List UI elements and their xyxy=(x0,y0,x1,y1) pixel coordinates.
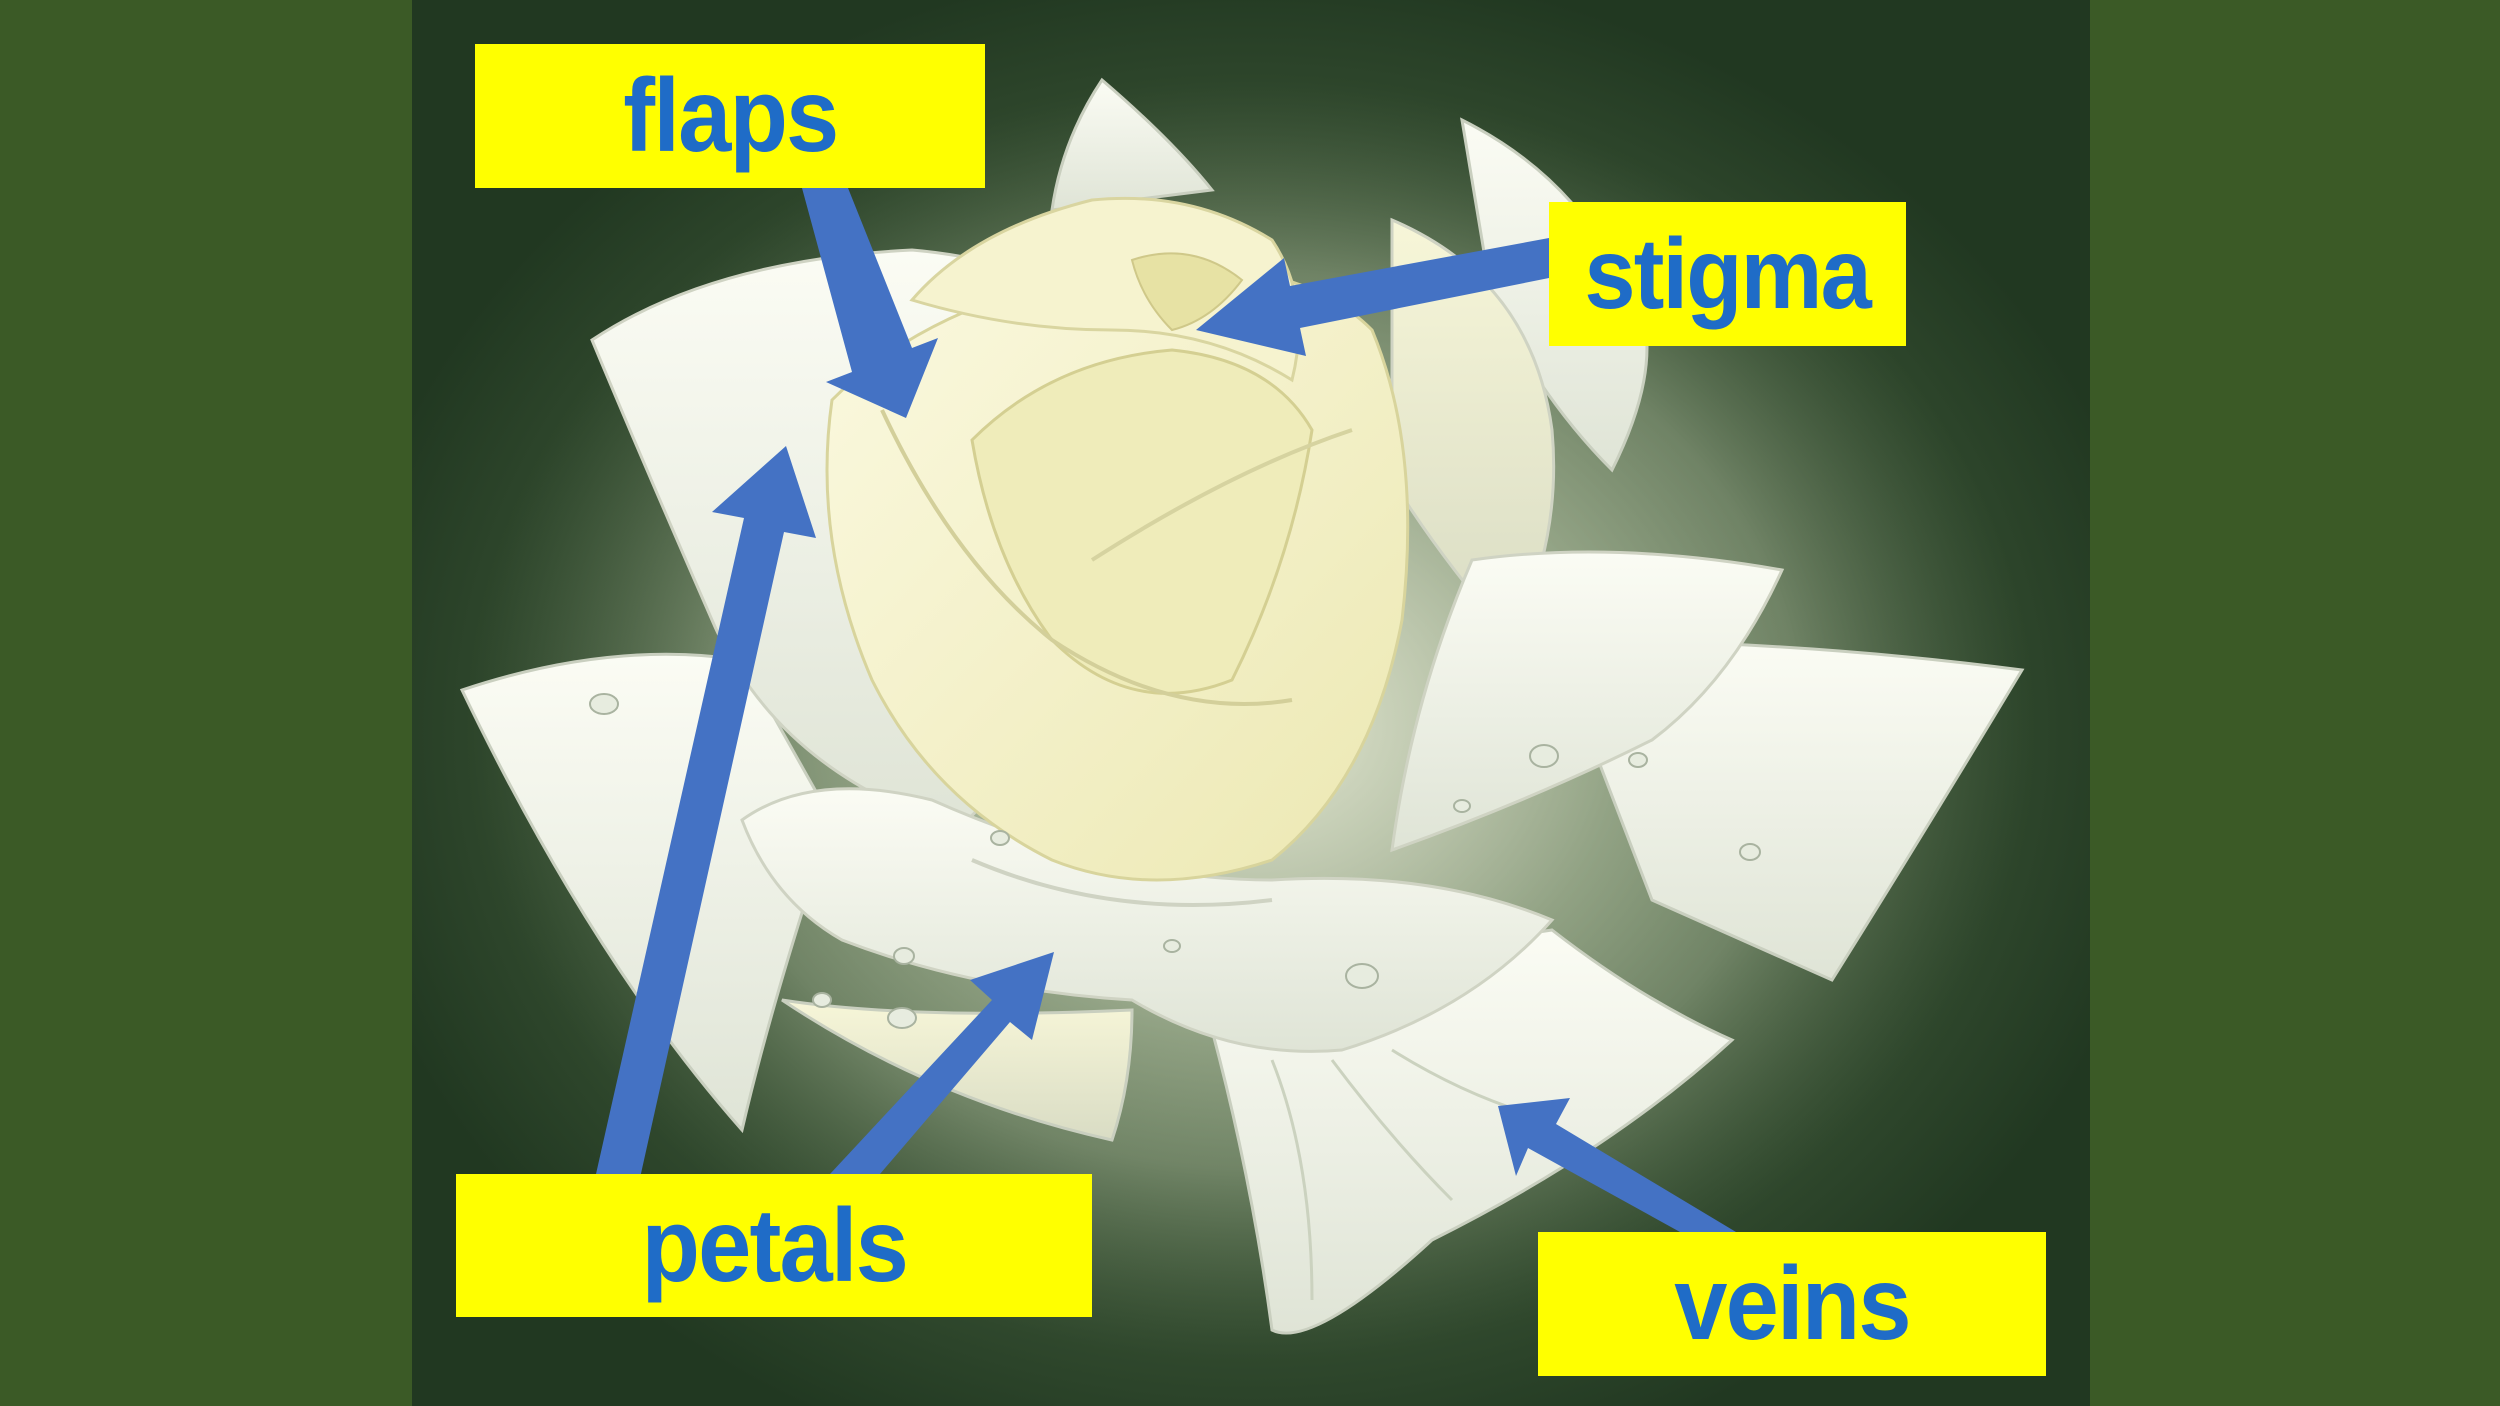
label-stigma-text: stigma xyxy=(1584,218,1872,330)
mid-petal-right-lower xyxy=(1390,550,1785,853)
vein-line xyxy=(1330,1059,1454,1202)
veins-arrow xyxy=(1498,1098,1736,1232)
mid-petal-right xyxy=(1390,217,1556,643)
label-flaps-text: flaps xyxy=(622,58,839,174)
label-petals-text: petals xyxy=(641,1187,908,1304)
inner-petal-middle xyxy=(970,348,1314,695)
vein-line xyxy=(1270,1059,1314,1301)
outer-petal-top xyxy=(1050,77,1215,212)
label-stigma: stigma xyxy=(1549,202,1906,346)
label-veins-text: veins xyxy=(1674,1246,1911,1362)
flower-center xyxy=(1130,252,1244,332)
label-veins: veins xyxy=(1538,1232,2046,1376)
flaps-arrow xyxy=(802,178,938,418)
petal-fold-line xyxy=(880,409,1293,706)
stigma-arrow xyxy=(1196,238,1549,356)
petals-arrow-2 xyxy=(830,952,1054,1174)
label-petals: petals xyxy=(456,1174,1092,1317)
outer-petal-left xyxy=(459,652,834,1134)
label-flaps: flaps xyxy=(475,44,985,188)
petals-arrow-1 xyxy=(596,446,816,1178)
petal-fold-line-2 xyxy=(1090,428,1353,562)
water-droplets xyxy=(589,693,1761,1029)
petal-edge-line xyxy=(971,858,1273,907)
